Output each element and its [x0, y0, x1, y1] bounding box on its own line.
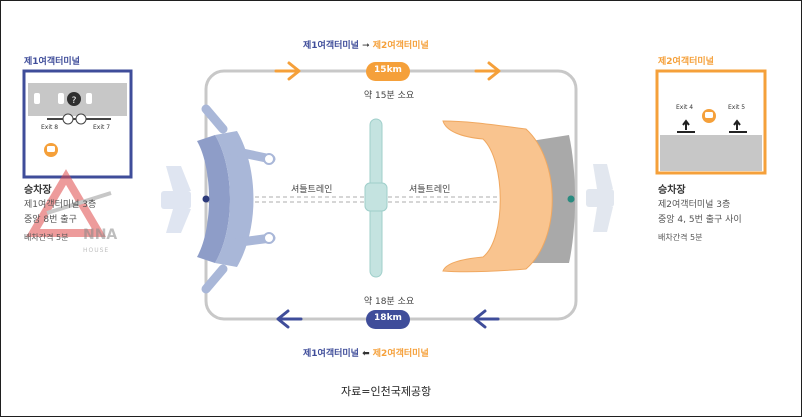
bottom-route-to: 제2여객터미널 — [372, 349, 429, 359]
t2-plane-icon — [586, 164, 614, 232]
watermark-text: NNA — [83, 227, 118, 243]
top-route-to: 제2여객터미널 — [372, 41, 429, 51]
distance-pill-top — [366, 62, 410, 81]
t1-parked-cars — [34, 93, 92, 104]
t2-terminal-label: 제2여객터미널 — [658, 57, 714, 67]
t1-exit-left-label: Exit 8 — [41, 124, 59, 131]
shuttle-label-right: 셔틀트레인 — [409, 185, 451, 195]
t2-interval: 배차간격 5분 — [658, 233, 703, 242]
bottom-arrow-right — [473, 309, 500, 329]
source-caption: 자료=인천국제공항 — [341, 385, 432, 398]
t2-location-line1: 제2여객터미널 3층 — [658, 200, 731, 210]
top-route-from: 제1여객터미널 — [303, 41, 359, 51]
bottom-route-distance: 18km — [374, 313, 402, 323]
t1-gate-right — [75, 113, 87, 125]
watermark-logo — [26, 169, 112, 237]
top-route-duration: 약 15분 소요 — [363, 91, 415, 101]
t2-exit-left-label: Exit 4 — [676, 104, 694, 111]
distance-pill-bottom — [366, 310, 410, 329]
t1-bus-glyph — [47, 146, 55, 152]
shuttle-label-left: 셔틀트레인 — [291, 185, 333, 195]
t1-location-line1: 제1여객터미널 3층 — [24, 200, 97, 210]
top-route-arrow-glyph: ➞ — [362, 41, 370, 51]
t2-location-line2: 중앙 4, 5번 출구 사이 — [658, 215, 742, 225]
t2-boarding-title: 승차장 — [658, 185, 686, 196]
terminal-2-building — [442, 120, 575, 273]
bottom-route-duration: 약 18분 소요 — [363, 297, 415, 307]
bottom-route-from: 제1여객터미널 — [303, 349, 359, 359]
t1-boarding-title: 승차장 — [24, 185, 52, 196]
t1-exit-right-label: Exit 7 — [93, 124, 111, 131]
t2-bus-glyph — [705, 112, 713, 118]
terminal-1-building — [197, 104, 276, 294]
t2-road — [660, 135, 762, 171]
t2-exit-right-label: Exit 5 — [728, 104, 746, 111]
t2-exit-arrows — [682, 119, 741, 130]
bottom-route-arrow-glyph: ⬅ — [362, 349, 370, 359]
top-arrow-left — [274, 61, 301, 81]
t1-interval: 배차간격 5분 — [24, 233, 69, 242]
t1-info-glyph: ? — [72, 96, 77, 106]
bottom-route-header: 제1여객터미널 ⬅ 제2여객터미널 — [303, 346, 429, 359]
t1-gate-left — [62, 113, 74, 125]
watermark-subtext: HOUSE — [83, 247, 110, 254]
top-arrow-right — [474, 61, 501, 81]
t1-info-icon — [67, 92, 81, 106]
t1-terminal-label: 제1여객터미널 — [24, 57, 80, 67]
bottom-arrow-left — [276, 309, 303, 329]
t1-plane-icon — [161, 166, 191, 233]
concourse-building — [364, 118, 388, 278]
t1-location-line2: 중앙 8번 출구 — [24, 215, 77, 225]
top-route-header: 제1여객터미널 ➞ 제2여객터미널 — [303, 38, 429, 51]
top-route-distance: 15km — [374, 65, 402, 75]
